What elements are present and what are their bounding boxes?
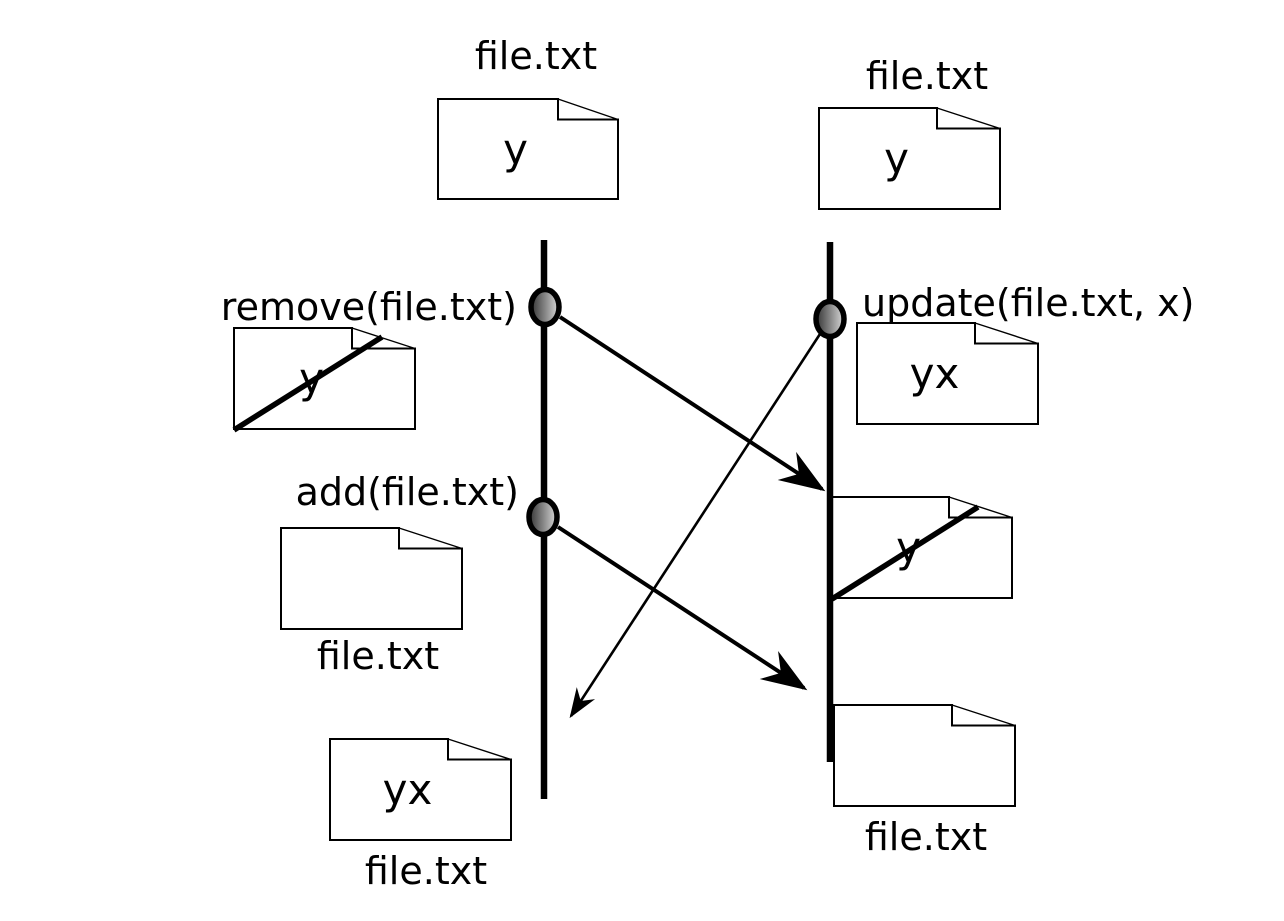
doc-content-left-added bbox=[280, 527, 463, 630]
document-icon-right-initial bbox=[818, 107, 1001, 210]
strikethrough-right-removed bbox=[830, 504, 980, 602]
doc-content-left-final: yx bbox=[382, 765, 433, 814]
event-marker-update bbox=[813, 298, 847, 340]
file-label-right-final: file.txt bbox=[864, 815, 988, 859]
doc-content-right-initial: y bbox=[884, 134, 909, 183]
doc-content-left-removed: y bbox=[299, 354, 324, 403]
document-icon-right-updated bbox=[856, 322, 1039, 425]
sync-arrow-update bbox=[569, 333, 822, 719]
doc-content-left-initial: y bbox=[503, 125, 528, 174]
document-icon-left-initial bbox=[437, 98, 619, 200]
document-icon-left-final bbox=[329, 738, 512, 841]
sync-arrow-remove bbox=[558, 315, 826, 492]
operation-label-update: update(file.txt, x) bbox=[862, 281, 1195, 325]
file-label-right-initial: file.txt bbox=[865, 54, 989, 98]
file-label-left-added: file.txt bbox=[316, 634, 440, 678]
event-marker-remove bbox=[528, 286, 562, 328]
doc-content-right-updated: yx bbox=[909, 349, 960, 398]
strikethrough-left-removed bbox=[232, 334, 384, 433]
doc-content-right-removed: y bbox=[896, 523, 921, 572]
operation-label-add: add(file.txt) bbox=[295, 470, 519, 514]
file-label-left-initial: file.txt bbox=[474, 34, 598, 78]
operation-label-remove: remove(file.txt) bbox=[220, 285, 517, 329]
event-marker-add bbox=[526, 496, 560, 538]
file-label-left-final: file.txt bbox=[364, 849, 488, 893]
doc-content-right-final bbox=[833, 704, 1016, 807]
document-icon-left-added bbox=[280, 527, 463, 630]
document-icon-right-final bbox=[833, 704, 1016, 807]
sync-arrow-add bbox=[556, 525, 808, 691]
